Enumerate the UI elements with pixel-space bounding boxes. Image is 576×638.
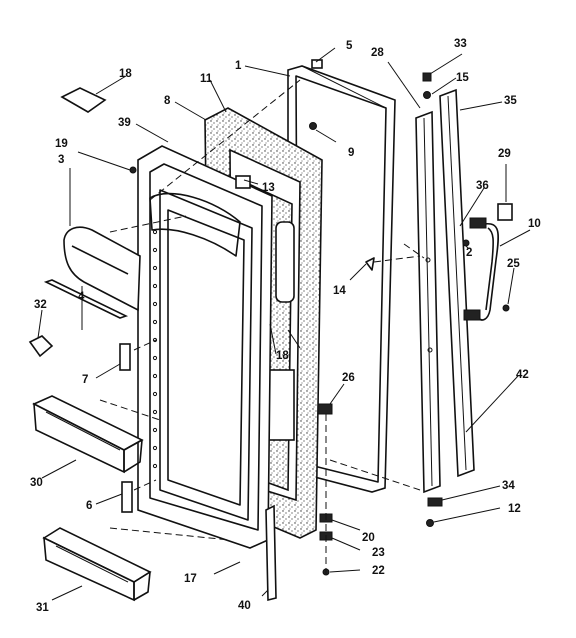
label-18-liner: 18: [276, 350, 289, 362]
label-13: 13: [262, 182, 275, 194]
label-2: 2: [466, 247, 472, 259]
label-35: 35: [504, 95, 517, 107]
label-36: 36: [476, 180, 489, 192]
label-26: 26: [342, 372, 355, 384]
door-liner-frame: [137, 145, 273, 549]
door-handle: [463, 217, 499, 321]
label-4: 4: [78, 291, 85, 303]
door-bins: [32, 343, 152, 602]
label-31: 31: [36, 602, 49, 614]
label-22: 22: [372, 565, 385, 577]
label-9: 9: [348, 147, 354, 159]
label-33: 33: [454, 38, 467, 50]
label-7: 7: [82, 374, 88, 386]
handle-trim: [415, 88, 475, 494]
label-19: 19: [55, 138, 68, 150]
dispenser-cover: [28, 87, 141, 358]
callout-labels: 1 2 3 4 5 6 7 8 9 10 11 12 13 14 15 17 1…: [30, 38, 541, 614]
label-18: 18: [119, 68, 132, 80]
shelf-dimples: [152, 229, 158, 469]
label-10: 10: [528, 218, 541, 230]
label-42: 42: [516, 369, 529, 381]
label-39: 39: [118, 117, 131, 129]
label-17: 17: [184, 573, 197, 585]
label-6: 6: [86, 500, 92, 512]
label-1: 1: [235, 60, 242, 72]
label-25: 25: [507, 258, 520, 270]
label-14: 14: [333, 285, 346, 297]
label-12: 12: [508, 503, 521, 515]
trim-strip: [265, 504, 277, 602]
label-20: 20: [362, 532, 375, 544]
label-30: 30: [30, 477, 43, 489]
label-32: 32: [34, 299, 47, 311]
label-3: 3: [58, 154, 64, 166]
label-34: 34: [502, 480, 515, 492]
assembly-lines: [99, 79, 425, 574]
label-29: 29: [498, 148, 511, 160]
leader-lines: [37, 47, 531, 601]
label-28: 28: [371, 47, 384, 59]
label-40: 40: [238, 600, 251, 612]
label-8: 8: [164, 95, 171, 107]
label-23: 23: [372, 547, 385, 559]
label-11: 11: [200, 73, 213, 85]
label-5: 5: [346, 40, 353, 52]
label-15: 15: [456, 72, 469, 84]
